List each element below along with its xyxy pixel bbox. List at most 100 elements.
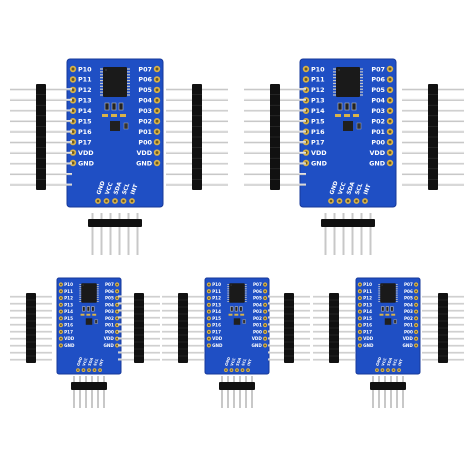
pin-header-horizontal: [219, 376, 255, 408]
pin-header-horizontal: [370, 376, 406, 408]
pin-header-vertical: [10, 293, 52, 363]
pcb-board: [204, 277, 270, 375]
pin-label: P11: [363, 289, 372, 294]
pin-label: P17: [363, 329, 372, 334]
pin-label: GND: [136, 159, 152, 167]
pin-label: P06: [404, 289, 413, 294]
pin-label: P12: [212, 296, 221, 301]
header-plastic: [321, 219, 375, 227]
pin-label: P01: [138, 128, 152, 136]
pin-header-horizontal: [321, 213, 375, 255]
pin-label: P04: [253, 302, 262, 307]
header-pin: [333, 213, 336, 255]
pin-label: P00: [105, 329, 114, 334]
header-pin: [402, 376, 404, 408]
pin-label: P06: [105, 289, 114, 294]
pin-label: VCC: [381, 357, 388, 366]
header-pin: [239, 376, 241, 408]
pin-label: GND: [403, 343, 414, 348]
pin-label: P02: [253, 316, 262, 321]
smd-resistor: [239, 306, 243, 312]
header-pin: [118, 213, 121, 255]
pin-label: P15: [311, 118, 325, 126]
header-pin: [79, 376, 81, 408]
pin-header-vertical: [166, 84, 228, 190]
pin-label: P11: [212, 289, 221, 294]
header-plastic: [71, 382, 107, 390]
smd-resistor: [104, 102, 110, 111]
pin-label: P04: [138, 97, 152, 105]
pin-label: GND: [104, 343, 115, 348]
pin-label: P14: [212, 309, 221, 314]
pin-label: P17: [212, 329, 221, 334]
header-plastic: [219, 382, 255, 390]
smd-capacitor: [393, 319, 397, 324]
pin-label: P04: [105, 302, 114, 307]
smd-resistor: [86, 306, 90, 312]
jumper-pad: [234, 313, 239, 316]
pin-label: P16: [363, 323, 372, 328]
pin-label: GND: [363, 343, 374, 348]
pin-label: VDD: [136, 149, 152, 157]
pin-label: P10: [212, 282, 221, 287]
pin-label: P11: [311, 76, 325, 84]
jumper-pad: [335, 114, 341, 117]
pin-label: INT: [398, 358, 404, 366]
pin-label: P14: [311, 107, 325, 115]
pin-label: P12: [311, 86, 325, 94]
pin-label: VCC: [82, 357, 89, 366]
header-pin: [342, 213, 345, 255]
pin-header-vertical: [10, 84, 72, 190]
pin-label: SCL: [392, 357, 399, 366]
pin-label: P15: [64, 316, 73, 321]
smd-capacitor: [123, 122, 129, 130]
header-plastic: [88, 219, 142, 227]
pin-label: P06: [371, 76, 385, 84]
smd-capacitor: [94, 319, 98, 324]
smd-resistor: [337, 102, 343, 111]
pin-label: GND: [369, 159, 385, 167]
pin-label: P16: [78, 128, 92, 136]
pin-label: P01: [371, 128, 385, 136]
pin-label: SCL: [355, 182, 365, 195]
smd-resistor: [111, 102, 117, 111]
header-pin: [396, 376, 398, 408]
pin-label: P03: [253, 309, 262, 314]
pin-label: P11: [78, 76, 92, 84]
pin-label: VCC: [338, 182, 348, 196]
pin-label: SDA: [346, 181, 356, 196]
header-pin: [85, 376, 87, 408]
pin-label: INT: [130, 183, 139, 195]
header-pin: [127, 213, 130, 255]
pin-header-vertical: [268, 293, 310, 363]
pin-label: P13: [64, 302, 73, 307]
header-pin: [378, 376, 380, 408]
header-pin: [73, 376, 75, 408]
header-pin: [221, 376, 223, 408]
pin-label: P06: [138, 76, 152, 84]
header-pin: [109, 213, 112, 255]
pin-label: GND: [329, 180, 340, 196]
pin-label: P12: [64, 296, 73, 301]
pin-label: SCL: [122, 182, 132, 195]
header-pin: [369, 213, 372, 255]
pin-label: P05: [138, 86, 152, 94]
jumper-pad: [80, 313, 85, 316]
pin-label: P15: [212, 316, 221, 321]
jumper-pad: [111, 114, 117, 117]
jumper-pad: [92, 313, 97, 316]
pin-header-vertical: [422, 293, 464, 363]
pin-label: P16: [64, 323, 73, 328]
jumper-pad: [385, 313, 390, 316]
pin-label: GND: [76, 357, 83, 367]
smd-resistor: [351, 102, 357, 111]
pin-label: P13: [78, 97, 92, 105]
pin-label: P03: [371, 107, 385, 115]
smd-component: [384, 318, 392, 325]
pin-label: P01: [253, 323, 262, 328]
pin-label: INT: [99, 358, 105, 366]
pcb-board: [355, 277, 421, 375]
